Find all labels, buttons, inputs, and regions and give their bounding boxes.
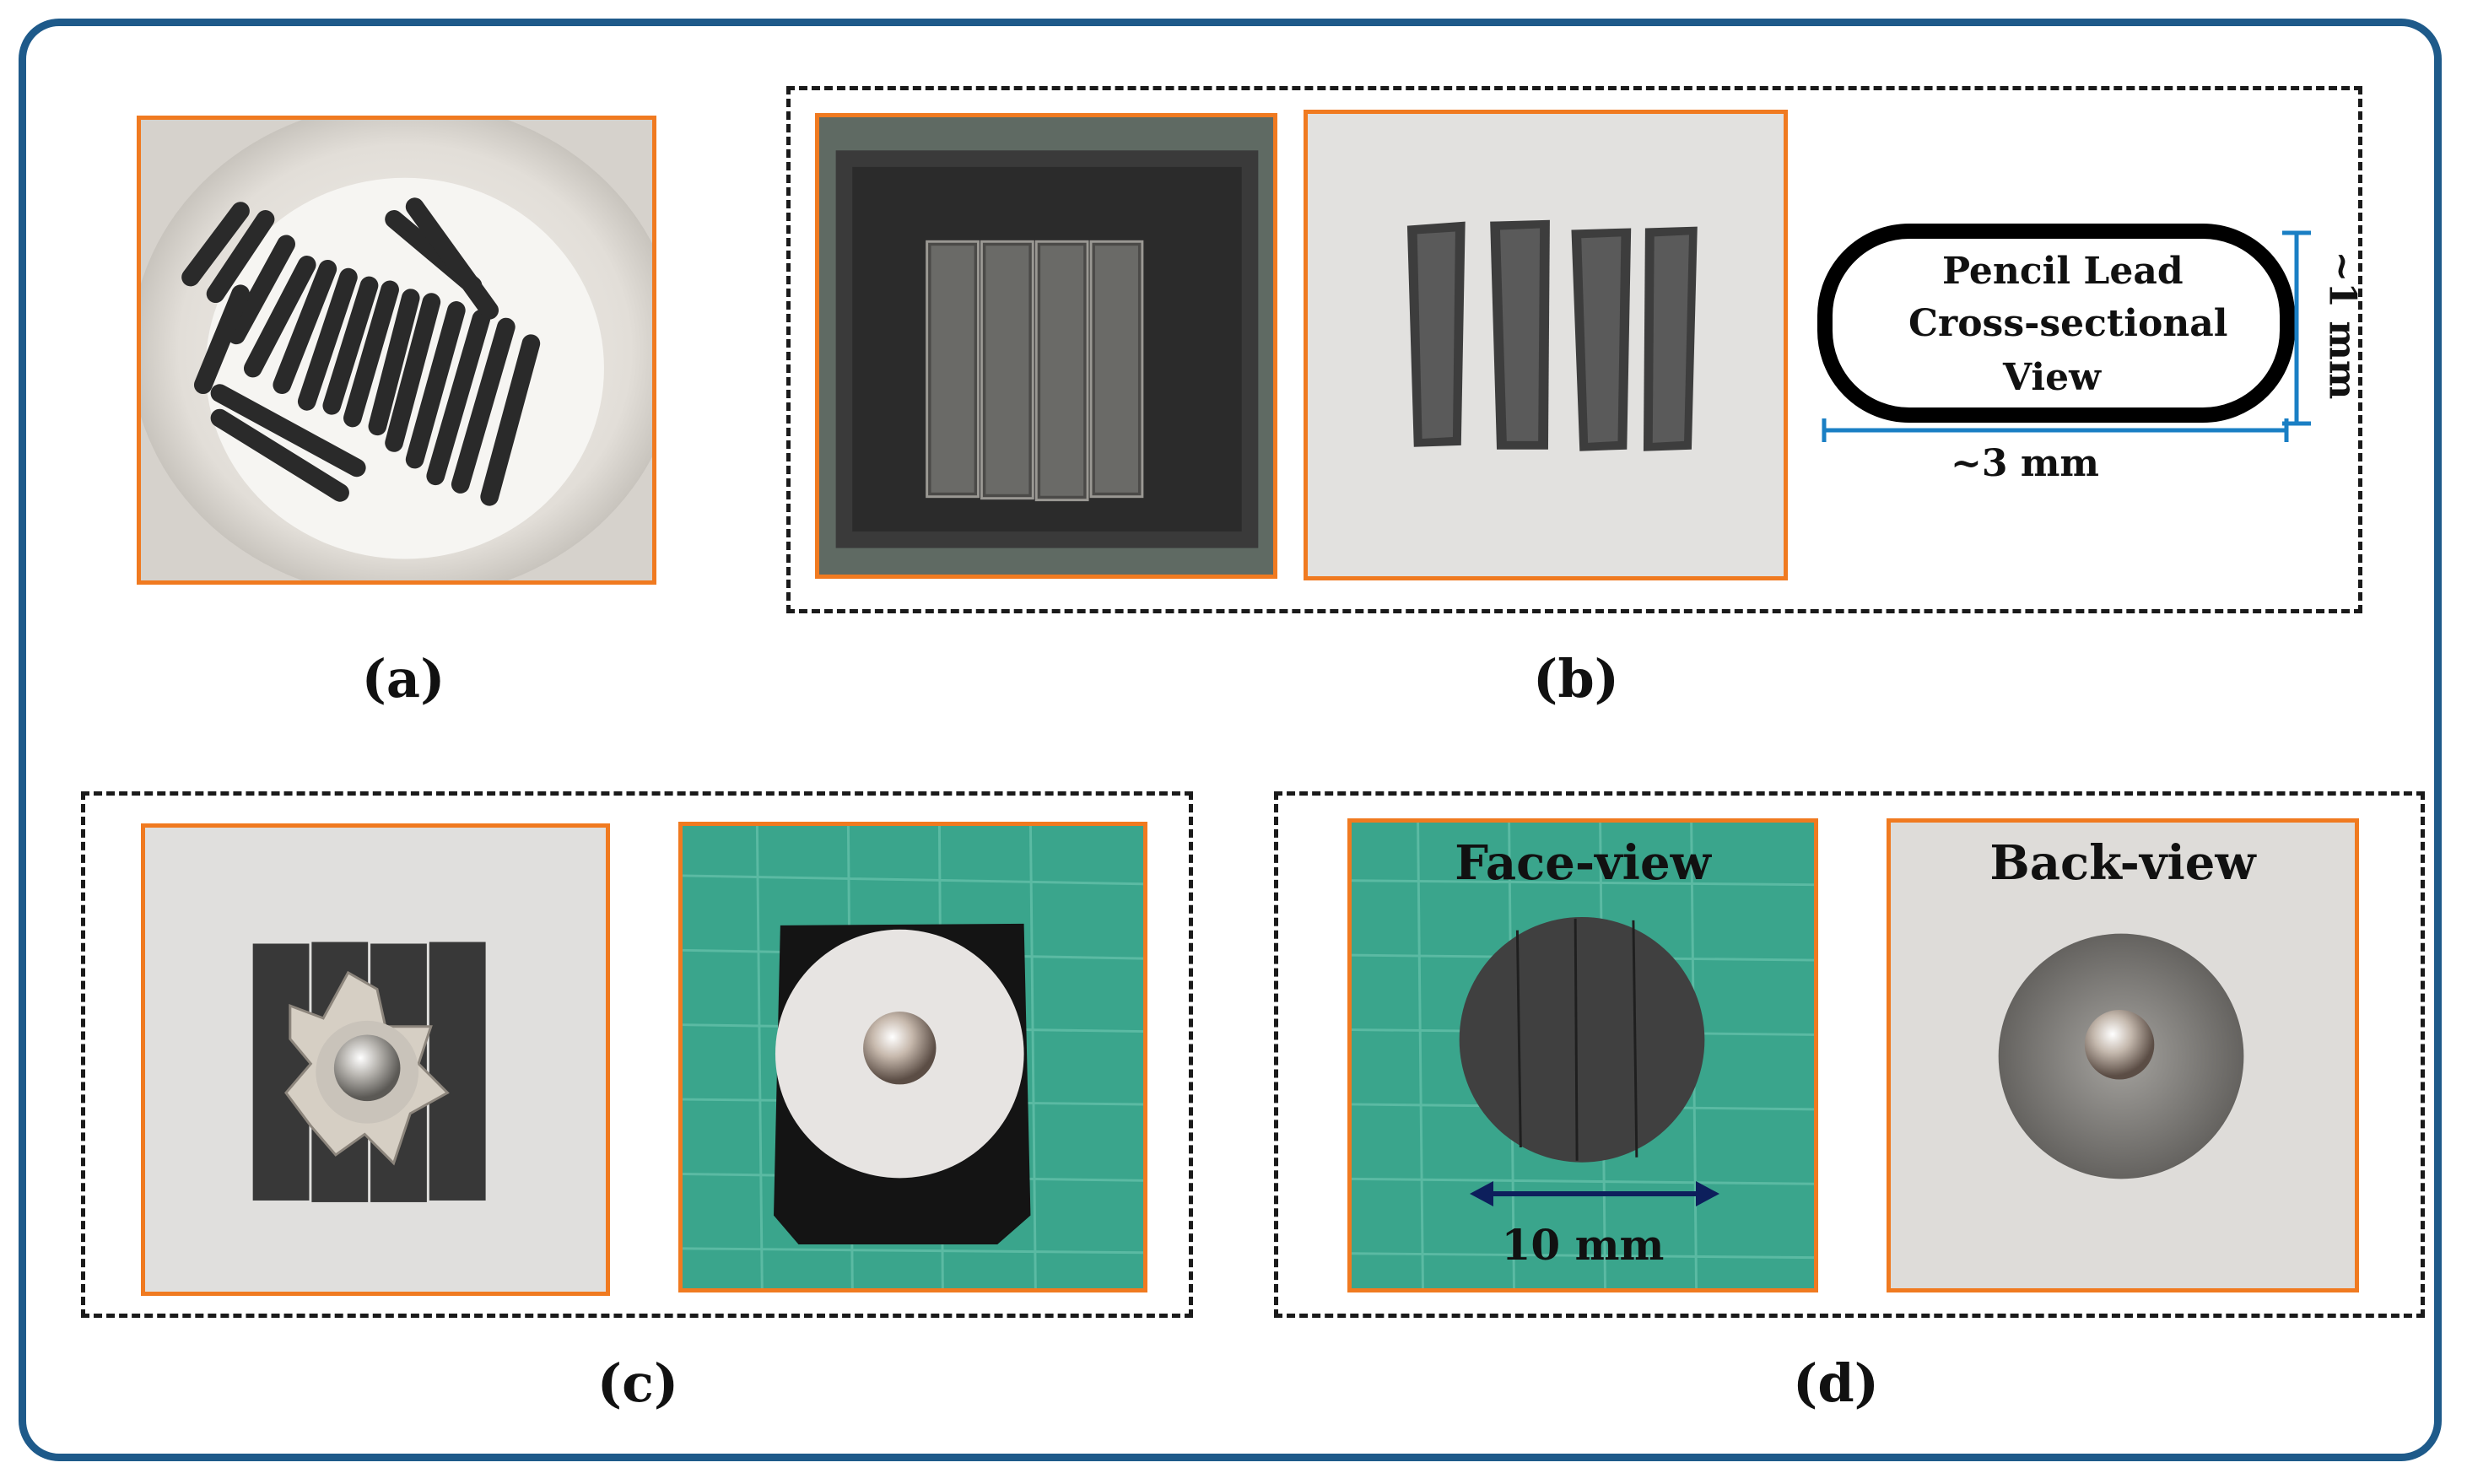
pencil-lead-rod: [210, 408, 349, 502]
photo-back-view-disc: [1887, 818, 2359, 1292]
scale-arrow: [1470, 1181, 1719, 1206]
pencil-lead-rod: [243, 256, 316, 378]
cross-section-height-label: ~1 mm: [2320, 251, 2364, 400]
pencil-lead-rod: [368, 289, 420, 436]
pencil-lead-rod: [480, 334, 541, 506]
cross-section-width-label: ~3 mm: [1951, 442, 2099, 485]
pencil-lead-rod: [405, 301, 466, 469]
photo-sintered-block-in-powder: [815, 113, 1277, 579]
cross-section-title-line3: View: [2003, 356, 2101, 399]
pencil-lead-rod: [273, 259, 337, 395]
cross-section-title-line1: Pencil Lead: [1942, 250, 2184, 293]
panel-label-d: (d): [1792, 1352, 1880, 1414]
pencil-lead-rod: [405, 197, 499, 320]
pencil-lead-rod: [451, 317, 516, 494]
pencil-lead-rod: [385, 293, 441, 452]
panel-label-c: (c): [597, 1352, 679, 1414]
face-view-scale-label: 10 mm: [1501, 1220, 1665, 1270]
photo-four-graphite-sticks: [1304, 110, 1788, 580]
pencil-lead-rod: [426, 309, 491, 486]
pencil-lead-rod: [193, 284, 250, 395]
pencil-lead-rod: [206, 210, 275, 304]
back-view-title: Back-view: [1989, 835, 2256, 891]
pencil-lead-rod: [322, 276, 379, 415]
panel-c-group: [81, 791, 1193, 1318]
cross-section-diagram: [1817, 224, 2311, 442]
photo-pencil-leads-in-cup: [137, 116, 656, 585]
pencil-lead-rod: [227, 235, 295, 345]
pencil-lead-rod: [210, 384, 366, 478]
panel-label-b: (b): [1532, 648, 1620, 710]
face-view-title: Face-view: [1455, 835, 1711, 891]
photo-face-view-disc: [1347, 818, 1818, 1292]
panel-b-group: [786, 86, 2362, 613]
photo-sticks-with-snap-button: [141, 823, 610, 1296]
panel-d-group: [1274, 791, 2425, 1318]
photo-back-with-metal-disc: [678, 822, 1147, 1292]
pencil-lead-rod: [297, 267, 358, 411]
pencil-lead-rod: [343, 280, 399, 428]
cross-section-title-line2: Cross-sectional: [1908, 302, 2228, 345]
panel-label-a: (a): [361, 648, 445, 710]
pencil-lead-rod: [181, 202, 250, 287]
